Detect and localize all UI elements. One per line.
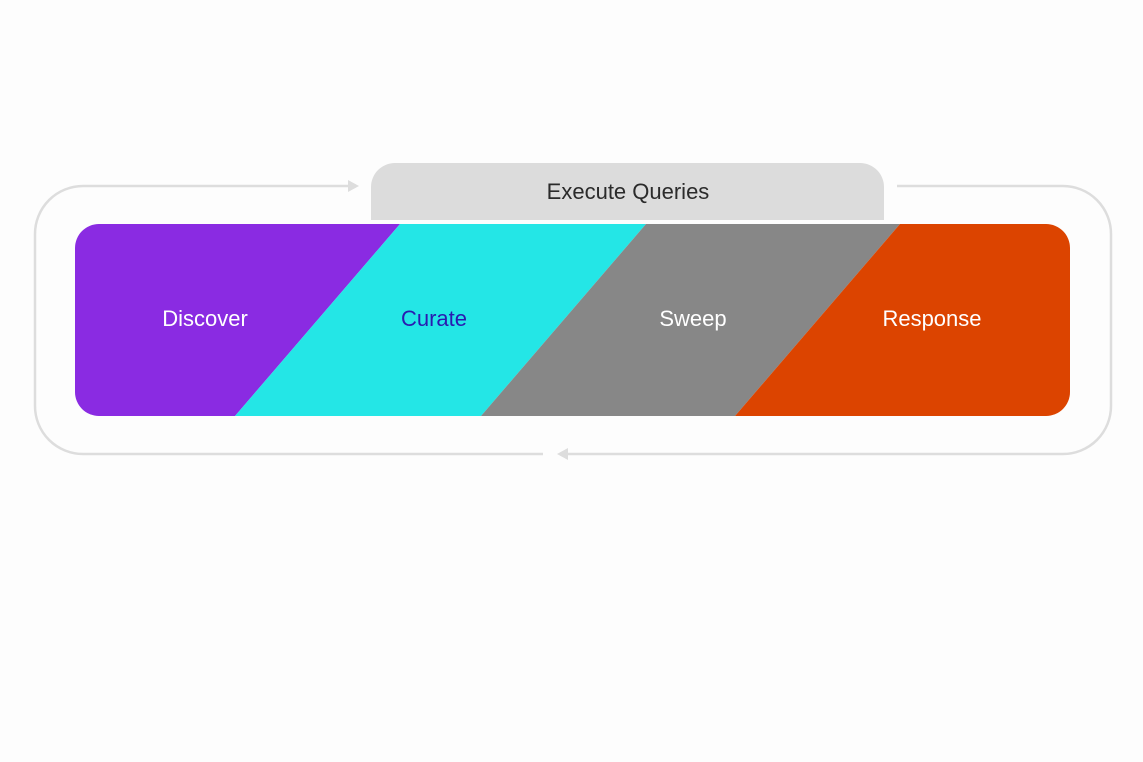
cycle-loop-left-path [33,184,543,456]
stage-response-segment [735,224,1070,416]
stage-discover-segment [75,224,400,416]
stage-curate-segment [235,224,646,416]
stage-sweep-label: Sweep [659,306,726,331]
arrow-right-icon [348,180,359,192]
execute-queries-tab-shape [371,163,884,220]
stage-discover-label: Discover [162,306,248,331]
execute-queries-tab: Execute Queries [371,163,884,220]
stage-sweep-segment [481,224,900,416]
stage-response-label: Response [882,306,981,331]
arrow-left-icon [557,448,568,460]
stages-bar [75,224,1070,416]
stage-labels: Discover Curate Sweep Response [162,306,981,331]
cycle-loop [33,180,1113,460]
stage-curate-label: Curate [401,306,467,331]
execute-queries-label: Execute Queries [547,179,710,204]
cycle-loop-right-path [568,184,1113,456]
